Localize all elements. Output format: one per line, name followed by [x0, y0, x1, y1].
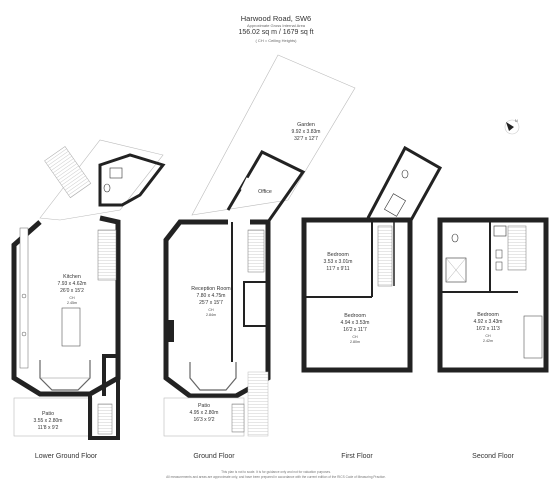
- toilet-icon: [103, 183, 111, 193]
- bedroom-second-name: Bedroom: [477, 312, 499, 318]
- garden-imperial: 32'7 x 12'7: [294, 136, 318, 142]
- bedroom-first-metric: 4.94 x 3.53m: [341, 320, 370, 326]
- reception-metric: 7.80 x 4.75m: [197, 293, 226, 299]
- kitchen-name: Kitchen: [63, 274, 81, 280]
- bedroom-small-metric: 3.53 x 3.01m: [324, 259, 353, 265]
- bedroom-second-ch-label: CH: [485, 334, 491, 338]
- toilet-icon-first: [401, 169, 409, 179]
- north-compass-icon: N: [504, 119, 520, 135]
- kitchen-ch-label: CH: [69, 296, 75, 300]
- first-floor-plan: Bedroom 3.53 x 3.01m 11'7 x 9'11 Bedroom…: [301, 145, 443, 373]
- bedroom-small-imperial: 11'7 x 9'11: [326, 266, 349, 272]
- toilet-icon-second: [451, 233, 459, 243]
- bedroom-small-name: Bedroom: [327, 252, 349, 258]
- kitchen-island: [61, 307, 81, 347]
- disclaimer-line-1: This plan is not to scale. It is for gui…: [221, 470, 331, 474]
- reception-name: Reception Room: [191, 286, 231, 292]
- wardrobe: [523, 315, 543, 359]
- patio-ground-imperial: 16'3 x 9'2: [193, 417, 214, 423]
- gross-area: 156.02 sq m / 1679 sq ft: [238, 29, 314, 36]
- floor-label-second: Second Floor: [472, 453, 514, 460]
- patio-lower-metric: 3.55 x 2.80m: [34, 418, 63, 424]
- kitchen-imperial: 26'0 x 15'2: [60, 288, 84, 294]
- kitchen-metric: 7.93 x 4.62m: [58, 281, 87, 287]
- floor-label-lower-ground: Lower Ground Floor: [35, 453, 98, 460]
- kitchen-ch: 2.45m: [67, 301, 77, 305]
- bedroom-first-ch: 2.80m: [350, 340, 360, 344]
- second-floor-plan: Bedroom 4.92 x 3.43m 16'2 x 11'3 CH 2.42…: [437, 217, 549, 373]
- reception-ch-label: CH: [208, 308, 214, 312]
- patio-ground-name: Patio: [198, 403, 210, 409]
- ground-floor-plan: Garden 9.92 x 3.83m 32'7 x 12'7 Office R…: [163, 54, 356, 437]
- reception-imperial: 25'7 x 15'7: [199, 300, 223, 306]
- external-stairs: [44, 146, 92, 199]
- bedroom-first-ch-label: CH: [352, 335, 358, 339]
- bedroom-first-imperial: 16'2 x 11'7: [343, 327, 367, 333]
- office-name: Office: [258, 189, 272, 195]
- compass-label: N: [515, 119, 518, 123]
- reception-ch: 2.84m: [206, 313, 216, 317]
- bedroom-second-ch: 2.42m: [483, 339, 493, 343]
- bedroom-first-name: Bedroom: [344, 313, 366, 319]
- bathtub-icon: [493, 225, 507, 237]
- patio-ground-metric: 4.95 x 2.80m: [190, 410, 219, 416]
- garden-outline: [191, 54, 356, 216]
- patio-lower-name: Patio: [42, 411, 54, 417]
- bedroom-second-imperial: 16'2 x 11'3: [476, 326, 500, 332]
- bedroom-second-metric: 4.92 x 3.43m: [474, 319, 503, 325]
- garden-metric: 9.92 x 3.83m: [292, 129, 321, 135]
- fireplace: [168, 320, 174, 342]
- disclaimer-line-2: All measurements and areas are approxima…: [166, 475, 386, 479]
- ceiling-height-note: ( CH = Ceiling Heights): [255, 38, 297, 43]
- lower-ground-floor-plan: Kitchen 7.93 x 4.62m 26'0 x 15'2 CH 2.45…: [11, 139, 166, 440]
- patio-lower-imperial: 11'8 x 9'2: [38, 425, 59, 431]
- floor-label-ground: Ground Floor: [193, 453, 235, 460]
- property-address: Harwood Road, SW6: [240, 14, 312, 23]
- internal-stairs: [97, 229, 117, 281]
- garden-name: Garden: [297, 122, 315, 128]
- area-caption: Approximate Gross Internal Area: [246, 23, 306, 28]
- floor-label-first: First Floor: [341, 453, 373, 460]
